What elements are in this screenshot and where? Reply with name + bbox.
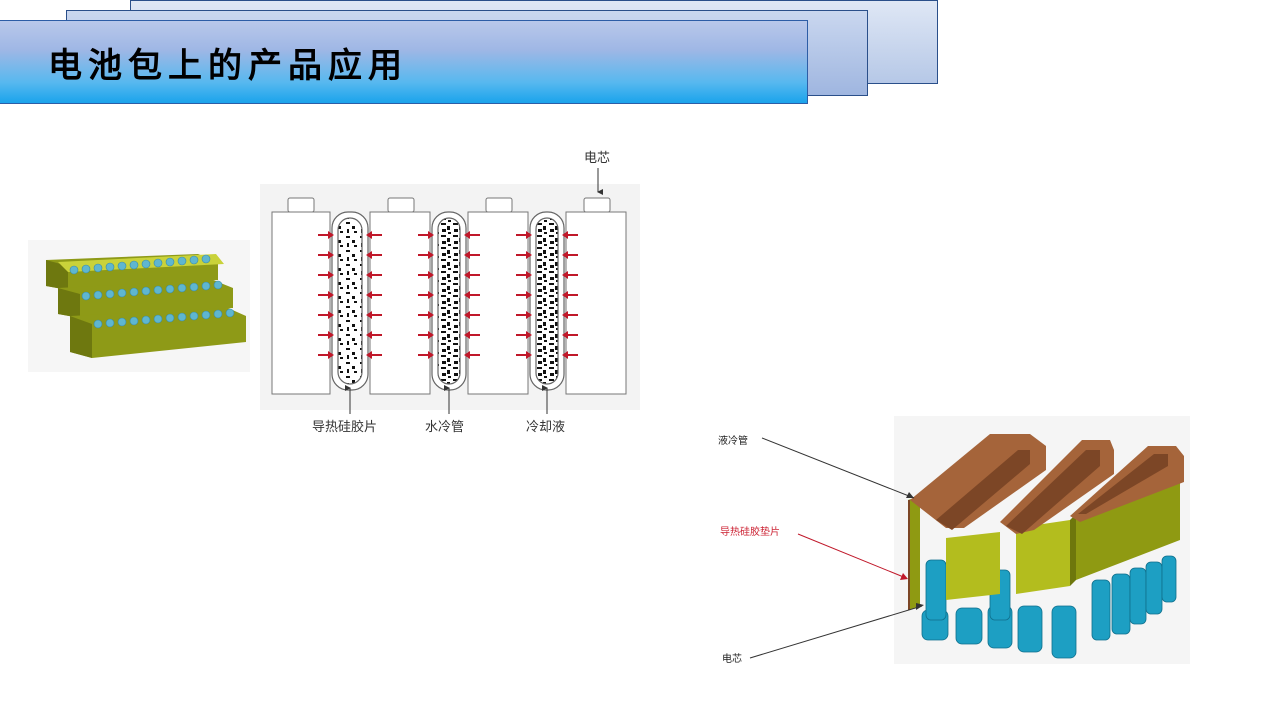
callout-arrowhead-3 bbox=[916, 603, 924, 610]
liquid-cooling-module-diagram: 液冷管 导热硅胶垫片 电芯 bbox=[700, 410, 1200, 680]
module-row-2 bbox=[58, 280, 233, 318]
label-thermal-pad-right: 导热硅胶垫片 bbox=[720, 525, 780, 538]
label-thermal-pad: 导热硅胶片 bbox=[312, 419, 377, 435]
callout-cell bbox=[749, 605, 923, 659]
label-cell: 电芯 bbox=[584, 151, 610, 166]
callout-liquid-pipe bbox=[761, 437, 915, 499]
label-coolant: 冷却液 bbox=[526, 420, 565, 435]
label-water-pipe: 水冷管 bbox=[425, 420, 464, 435]
module-row-3 bbox=[70, 308, 246, 358]
cooling-pipes bbox=[331, 211, 565, 391]
callout-thermal-pad bbox=[797, 533, 907, 579]
cooling-cross-section-diagram: 电芯 导热硅胶片 水冷管 冷却液 bbox=[260, 150, 640, 440]
label-cell-right: 电芯 bbox=[722, 652, 742, 665]
heat-flow-arrows bbox=[318, 231, 578, 359]
cell-tops bbox=[69, 254, 235, 329]
thermal-pads bbox=[908, 480, 1180, 610]
callout-arrowhead-2 bbox=[900, 573, 908, 580]
header-banner-front bbox=[0, 20, 808, 104]
label-liquid-pipe: 液冷管 bbox=[718, 434, 748, 447]
slide-title: 电池包上的产品应用 bbox=[48, 46, 408, 86]
callout-arrowhead-1 bbox=[906, 492, 914, 498]
cells bbox=[271, 197, 627, 395]
callout-lines bbox=[345, 168, 603, 414]
battery-module-image bbox=[28, 240, 250, 372]
liquid-cooling-pipe bbox=[908, 434, 1184, 610]
cell-array bbox=[921, 555, 1177, 659]
